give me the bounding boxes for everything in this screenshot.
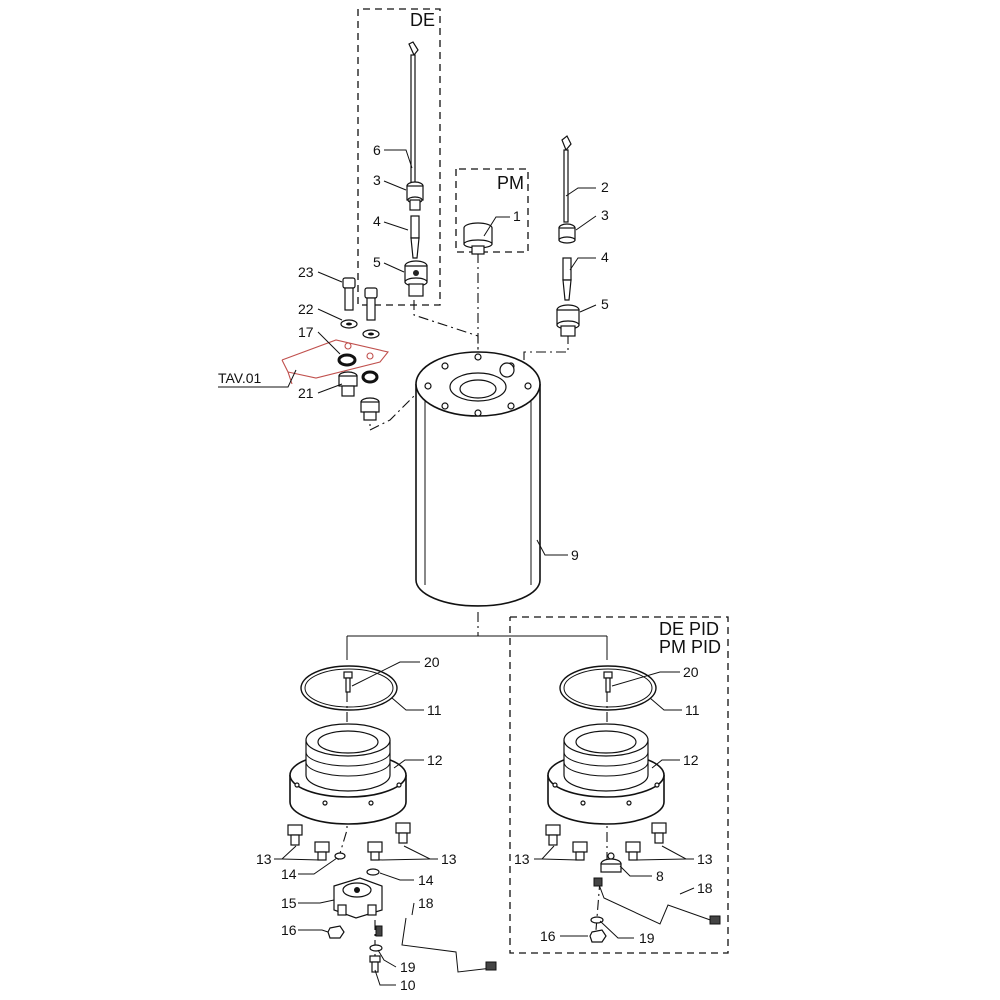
leader-lines [218,149,695,986]
part-18-wire-right [593,877,721,925]
part-15-thermostat [333,877,383,919]
label-part-11-right: 11 [685,702,700,718]
part-16-nut-left [327,925,345,939]
part-21-fittings [338,371,380,421]
label-part-2: 2 [601,179,609,195]
label-part-1: 1 [513,208,521,224]
group-label-pm: PM [497,173,524,193]
label-part-16-right: 16 [540,928,556,944]
label-part-13-c: 13 [514,851,530,867]
label-part-13-b: 13 [441,851,457,867]
part-1-plug [463,222,493,255]
part-4-probe-left [410,215,420,259]
group-label-de-pid: DE PID [659,619,719,639]
label-part-23: 23 [298,264,314,280]
group-label-pm-pid: PM PID [659,637,721,657]
part-13-bolts-right [545,822,667,861]
part-8-sensor [600,852,622,873]
part-16-nut-right [589,929,607,943]
part-20-screw-left [343,671,353,693]
part-12-heater-right [547,723,665,825]
group-box-de: DE [357,8,441,306]
label-part-4-right: 4 [601,249,609,265]
part-23-screws [342,277,378,321]
label-part-5-left: 5 [373,254,381,270]
label-part-13-a: 13 [256,851,272,867]
part-11-gasket-right [559,665,657,711]
label-part-14-a: 14 [281,866,297,882]
part-2-dipstick [561,135,572,223]
part-5-fitting-right [556,304,580,337]
part-labels: 6 3 4 5 1 2 3 4 5 23 22 17 TAV.01 21 9 2… [218,142,713,993]
part-9-tank [415,351,541,607]
label-tav01: TAV.01 [218,370,262,386]
part-11-gasket-left [300,665,398,711]
label-part-18-left: 18 [418,895,434,911]
label-part-10: 10 [400,977,416,993]
part-10-screw [369,955,381,973]
label-part-19-right: 19 [639,930,655,946]
label-part-22: 22 [298,301,314,317]
part-22-washers [340,319,380,339]
label-part-11-left: 11 [427,702,442,718]
label-part-16-left: 16 [281,922,297,938]
label-part-3-left: 3 [373,172,381,188]
label-part-19-left: 19 [400,959,416,975]
part-3-nut-right [558,223,576,244]
label-part-21: 21 [298,385,314,401]
part-18-wire-left [375,917,497,973]
label-part-12-left: 12 [427,752,443,768]
label-part-3-right: 3 [601,207,609,223]
label-part-18-right: 18 [697,880,713,896]
label-part-20-left: 20 [424,654,440,670]
part-13-bolts-left [287,822,411,861]
group-box-pm: PM [455,168,529,253]
part-12-heater-left [289,723,407,825]
label-part-15: 15 [281,895,297,911]
part-20-screw-right [603,671,613,693]
group-label-de: DE [410,10,435,30]
label-part-20-right: 20 [683,664,699,680]
label-part-6: 6 [373,142,381,158]
label-part-8: 8 [656,868,664,884]
label-part-13-d: 13 [697,851,713,867]
part-5-fitting-left [404,260,428,297]
part-17-orings [337,353,379,384]
part-14-washers [334,852,380,876]
label-part-12-right: 12 [683,752,699,768]
label-part-9: 9 [571,547,579,563]
label-part-5-right: 5 [601,296,609,312]
label-part-17: 17 [298,324,314,340]
label-part-14-b: 14 [418,872,434,888]
part-3-nut-left [406,181,424,211]
part-19-washer-left [369,944,383,952]
group-box-pid: DE PID PM PID [509,616,729,954]
label-part-4-left: 4 [373,213,381,229]
part-4-probe-right [562,257,572,301]
part-tav01-bracket [281,339,389,385]
